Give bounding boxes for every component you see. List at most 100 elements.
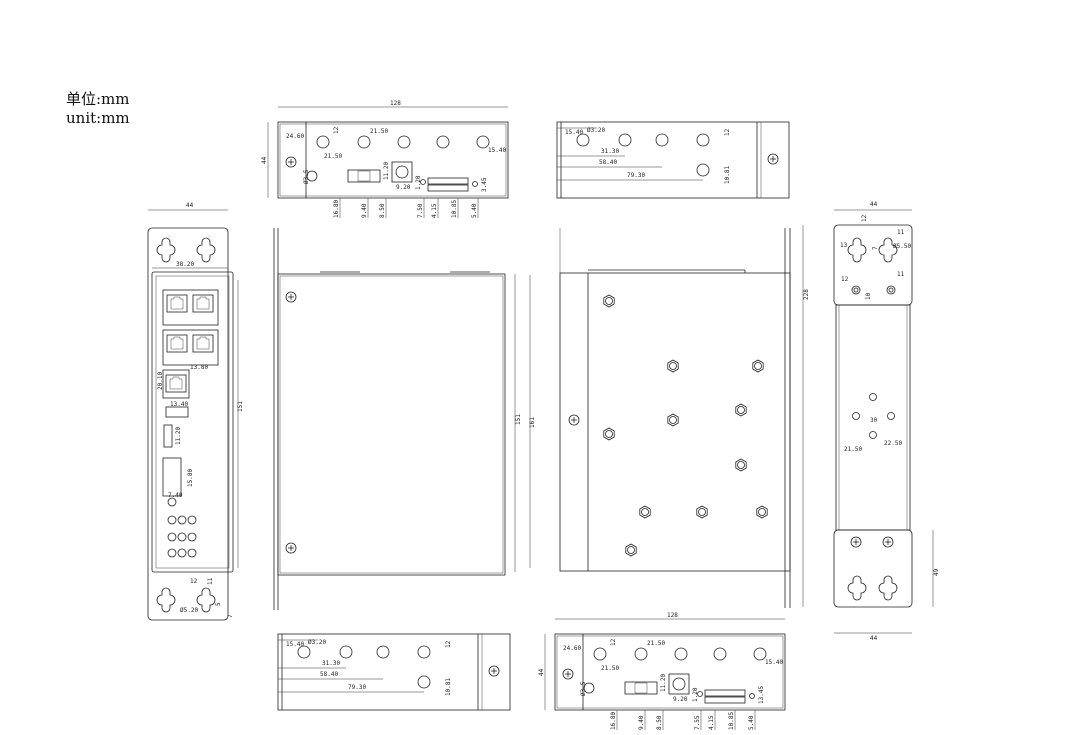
hole [888,287,894,293]
led [420,179,426,185]
dimension-label: 128 [667,612,678,619]
hole [436,135,450,149]
dimension-label: 13.40 [170,401,188,408]
standoff-icon [737,461,745,469]
power-led [583,682,595,694]
dimension-label: 21.50 [601,665,619,672]
dimension-label: 21.50 [324,153,342,160]
rj45-port-icon [196,336,210,350]
hole [618,133,632,147]
dimension-label: 79.30 [627,172,645,179]
terminal-block [357,170,371,182]
terminal-block [347,169,381,183]
dimension-label: 13.45 [758,686,765,704]
dimension-label: 58.40 [599,159,617,166]
standoff-icon [756,505,768,519]
reset-button [167,497,177,507]
hole [297,645,311,659]
dimension-label: 11.20 [660,674,667,692]
keyhole-slot [878,575,898,601]
status-led [167,515,177,525]
screw-icon [285,291,297,303]
dimension-label: 1.20 [692,687,699,702]
hole [869,393,877,401]
dimension-label: 11 [207,577,214,585]
outline [279,275,504,574]
standoff-icon [603,427,615,441]
hole [339,645,353,659]
standoff-icon [696,505,708,519]
dimension-label: 10.85 [728,712,735,730]
keyhole-slot [847,575,867,601]
keyhole-slot [156,237,176,263]
rj45-port-icon [196,296,210,310]
dimension-label: Ø3.20 [308,639,326,646]
dimension-label: 58.40 [320,671,338,678]
dimension-label: 44 [870,635,878,642]
hole [576,133,590,147]
units-note: 单位:mm unit:mm [66,90,130,128]
rj45-port-icon [170,296,184,310]
dimension-label: 11 [897,271,905,278]
rj45-port [192,294,214,313]
status-led [177,532,187,542]
rear-bracket [833,529,913,608]
terminal-block [624,681,658,695]
usb-port [165,406,189,418]
dimension-label: 15.40 [565,129,583,136]
standoff-icon [758,508,766,516]
power-led [306,170,318,182]
hole [417,675,431,689]
dimension-label: 22.50 [884,440,902,447]
dimension-label: 9.40 [638,715,645,730]
rj45-port-icon [169,376,183,390]
console-port [162,369,190,399]
rj45-port [166,294,188,313]
hole [634,647,648,661]
led [697,691,703,697]
hole [887,412,895,420]
dimension-label: Ø5.20 [180,607,198,614]
hole [417,645,431,659]
dimension-label: 12 [724,128,731,136]
screw-icon [285,542,297,554]
keyhole-slot [156,587,176,613]
outline [277,633,511,711]
hole [696,133,710,147]
standoff-icon [605,430,613,438]
dimension-label: 24.60 [286,133,304,140]
dimension-label: Ø5.50 [893,243,911,250]
dc-jack [391,161,413,183]
rj45-port [166,334,188,353]
dimension-label: 11 [897,229,905,236]
dimension-label: 30 [870,417,878,424]
dimension-label: 31.30 [601,148,619,155]
dimension-label: 21.50 [370,128,388,135]
dimension-label: 10.81 [445,678,452,696]
keyhole-slot [196,237,216,263]
standoff-icon [625,543,637,557]
dimension-label: 15.40 [286,641,304,648]
hole [357,135,371,149]
dimension-label: 31.30 [322,660,340,667]
led [472,181,478,187]
status-led [167,548,177,558]
hole [476,135,490,149]
hole [376,645,390,659]
standoff-icon [698,508,706,516]
hole [753,647,767,661]
dimension-label: 38.20 [176,261,194,268]
dc-jack [672,677,686,691]
outline [277,121,509,199]
dimension-label: 11.20 [383,162,390,180]
dimension-label: 228 [803,289,810,300]
status-led [187,532,197,542]
dimension-label: 7.55 [694,715,701,730]
dimension-label: 21.50 [647,640,665,647]
dimension-label: 44 [186,202,194,209]
connector [704,696,746,704]
standoff-icon [735,403,747,417]
dimension-label: 12 [445,640,452,648]
standoff-icon [639,505,651,519]
dimension-label: 9.40 [361,203,368,218]
